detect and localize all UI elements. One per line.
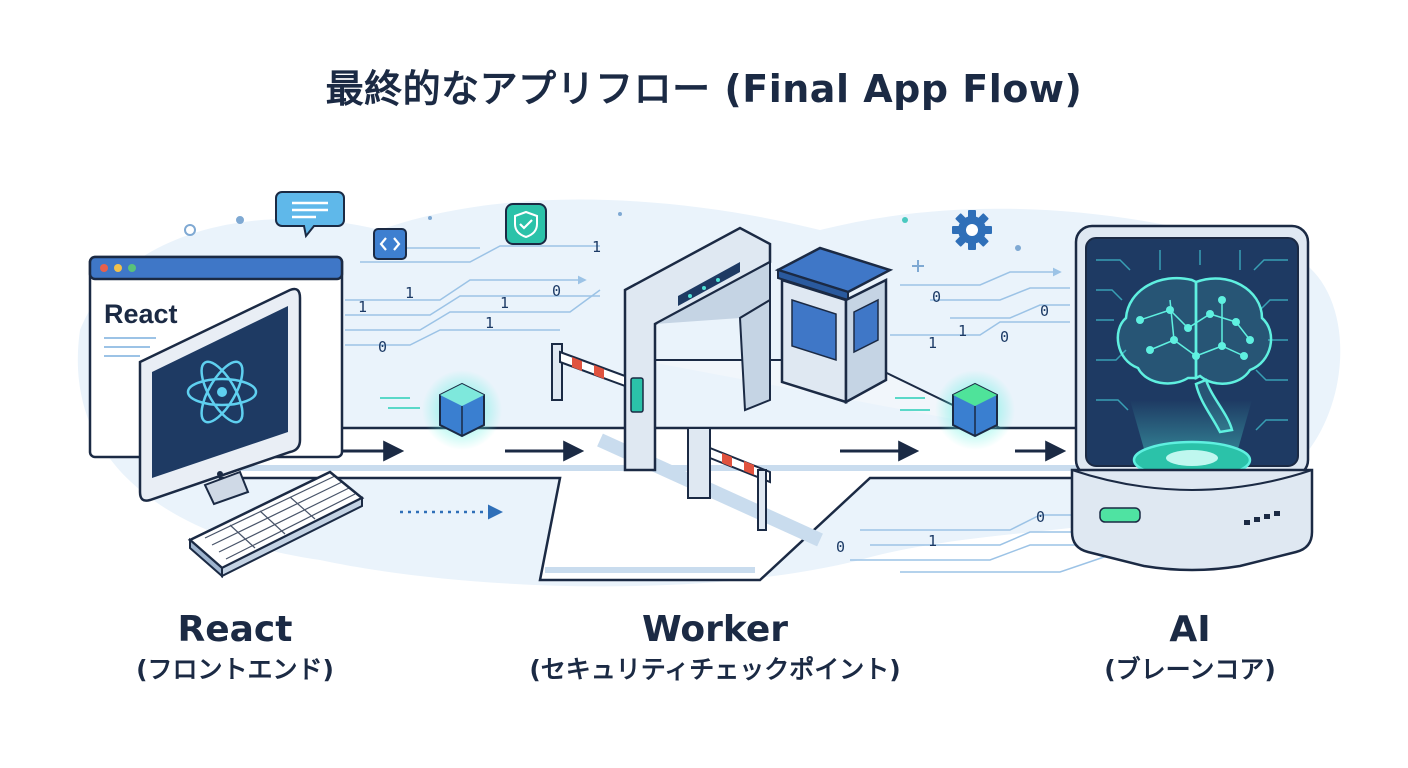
barrier-arm-bottom xyxy=(687,427,771,531)
code-icon xyxy=(373,228,407,260)
react-atom-icon xyxy=(186,360,258,424)
react-keyboard xyxy=(187,470,365,579)
digit: 1 xyxy=(592,238,601,256)
node-label-ai: AI (ブレーンコア) xyxy=(1060,608,1320,688)
background-blob xyxy=(77,199,1341,587)
chat-bubble-icon xyxy=(275,191,345,239)
ai-core-device xyxy=(1074,224,1310,480)
digit: 0 xyxy=(1036,508,1045,526)
digit: 1 xyxy=(358,298,367,316)
circuit-lines-right xyxy=(890,267,1070,336)
node-name: AI xyxy=(1169,609,1211,650)
digit: 0 xyxy=(932,288,941,306)
node-label-worker: Worker (セキュリティチェックポイント) xyxy=(480,608,950,688)
barrier-arm-top xyxy=(551,343,626,401)
data-cube-right xyxy=(935,370,1015,450)
digit: 1 xyxy=(405,284,414,302)
react-monitor xyxy=(138,287,302,506)
security-gate xyxy=(623,226,772,472)
node-name: Worker xyxy=(641,609,789,650)
binary-digits: 1 0 1 1 0 1 1 0 0 1 1 0 0 1 0 xyxy=(358,238,1049,556)
ai-core-base xyxy=(1070,468,1314,572)
node-subtitle: (フロントエンド) xyxy=(136,655,334,684)
page-title: 最終的なアプリフロー (Final App Flow) xyxy=(325,67,1083,111)
digit: 1 xyxy=(500,294,509,312)
data-cube-left xyxy=(422,370,502,450)
digit: 1 xyxy=(485,314,494,332)
node-label-react: React (フロントエンド) xyxy=(100,608,370,688)
digit: 1 xyxy=(928,532,937,550)
node-subtitle: (セキュリティチェックポイント) xyxy=(529,655,901,684)
digit: 0 xyxy=(378,338,387,356)
digit: 0 xyxy=(552,282,561,300)
shield-check-icon xyxy=(505,203,547,245)
brain-icon xyxy=(1116,276,1273,434)
guard-booth xyxy=(774,246,894,405)
gear-icon xyxy=(952,210,992,250)
node-subtitle: (ブレーンコア) xyxy=(1104,655,1276,684)
circuit-lines-bottom xyxy=(850,514,1111,573)
digit: 1 xyxy=(928,334,937,352)
digit: 0 xyxy=(1000,328,1009,346)
digit: 0 xyxy=(1040,302,1049,320)
node-name: React xyxy=(177,609,293,650)
digit: 0 xyxy=(836,538,845,556)
decor-dots xyxy=(184,212,1021,272)
digit: 1 xyxy=(958,322,967,340)
browser-window-title: React xyxy=(104,299,178,329)
speed-lines xyxy=(380,397,930,411)
